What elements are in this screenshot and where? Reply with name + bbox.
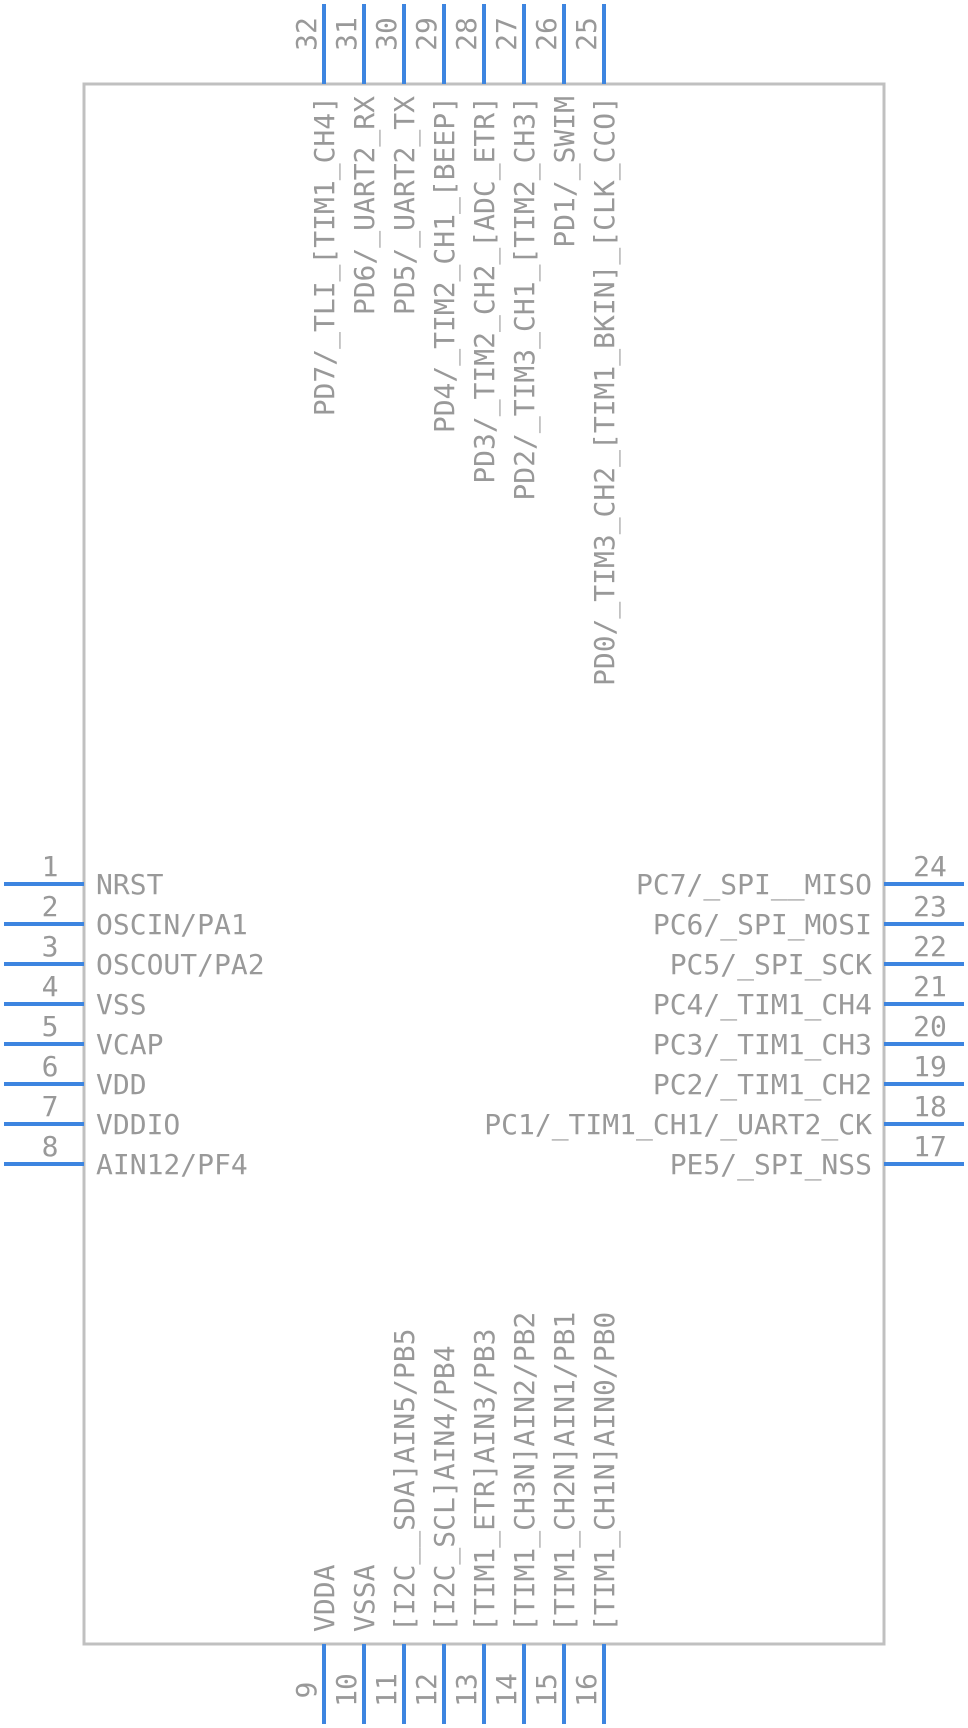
bottom-pin-group: 9 VDDA 10 VSSA 11 [I2C__SDA]AIN5/PB5 12 [I2C_SC…: [290, 1312, 622, 1724]
pin-number: 21: [913, 970, 947, 1003]
pin-number: 14: [490, 1673, 523, 1707]
pin-number: 18: [913, 1090, 947, 1123]
pin-label: VSS: [96, 988, 147, 1021]
pin-label: PD5/_UART2_TX: [388, 96, 422, 315]
pin-label: VSSA: [348, 1564, 381, 1632]
pin-label: PC4/_TIM1_CH4: [653, 988, 872, 1022]
pin-label: PD4/_TIM2_CH1_[BEEP]: [428, 96, 462, 433]
pin-number: 3: [42, 930, 59, 963]
pin-label: [TIM1_CH3N]AIN2/PB2: [508, 1312, 542, 1632]
pin-number: 23: [913, 890, 947, 923]
pin-number: 17: [913, 1130, 947, 1163]
pin-label: PC5/_SPI_SCK: [670, 948, 872, 982]
pin-number: 15: [530, 1673, 563, 1707]
pin-label: PD1/_SWIM: [548, 96, 582, 248]
pin-label: NRST: [96, 868, 164, 901]
pin-number: 10: [330, 1673, 363, 1707]
pin-label: PD7/_TLI_[TIM1_CH4]: [308, 96, 342, 416]
pin-number: 8: [42, 1130, 59, 1163]
pin-label: PC6/_SPI_MOSI: [653, 908, 872, 942]
pin-label: [I2C__SDA]AIN5/PB5: [388, 1329, 422, 1632]
pin-number: 12: [410, 1673, 443, 1707]
pin-number: 27: [490, 17, 523, 51]
pin-label: [TIM1_ETR]AIN3/PB3: [468, 1329, 502, 1632]
pin-label: OSCIN/PA1: [96, 908, 248, 941]
pin-label: PC7/_SPI__MISO: [636, 868, 872, 902]
pin-label: VDDIO: [96, 1108, 180, 1141]
pin-label: PC1/_TIM1_CH1/_UART2_CK: [484, 1108, 872, 1142]
pin-number: 1: [42, 850, 59, 883]
pin-number: 24: [913, 850, 947, 883]
pin-number: 7: [42, 1090, 59, 1123]
pin-number: 9: [290, 1682, 323, 1699]
pin-number: 5: [42, 1010, 59, 1043]
pin-number: 20: [913, 1010, 947, 1043]
pin-label: PE5/_SPI_NSS: [670, 1148, 872, 1182]
pin-number: 19: [913, 1050, 947, 1083]
pin-label: PD2/_TIM3_CH1_[TIM2_CH3]: [508, 96, 542, 501]
pin-number: 25: [570, 17, 603, 51]
pin-label: [TIM1_CH2N]AIN1/PB1: [548, 1312, 582, 1632]
pin-label: PC3/_TIM1_CH3: [653, 1028, 872, 1062]
pin-number: 30: [370, 17, 403, 51]
pin-number: 28: [450, 17, 483, 51]
pin-number: 2: [42, 890, 59, 923]
pin-label: [I2C_SCL]AIN4/PB4: [428, 1345, 462, 1632]
pin-number: 11: [370, 1673, 403, 1707]
pin-label: [TIM1_CH1N]AIN0/PB0: [588, 1312, 622, 1632]
pin-number: 29: [410, 17, 443, 51]
pin-number: 31: [330, 17, 363, 51]
pin-label: PD6/_UART2_RX: [348, 96, 382, 315]
pin-number: 6: [42, 1050, 59, 1083]
pin-label: PD0/_TIM3_CH2_[TIM1_BKIN]_[CLK_CCO]: [588, 96, 622, 686]
pin-label: PC2/_TIM1_CH2: [653, 1068, 872, 1102]
pin-number: 26: [530, 17, 563, 51]
pin-number: 32: [290, 17, 323, 51]
pin-label: VCAP: [96, 1028, 163, 1061]
pin-label: VDD: [96, 1068, 147, 1101]
pin-number: 4: [42, 970, 59, 1003]
pin-label: VDDA: [308, 1564, 341, 1632]
pin-label: PD3/_TIM2_CH2_[ADC_ETR]: [468, 96, 502, 484]
pin-number: 13: [450, 1673, 483, 1707]
pin-label: OSCOUT/PA2: [96, 948, 265, 981]
pin-label: AIN12/PF4: [96, 1148, 248, 1181]
pin-number: 22: [913, 930, 947, 963]
pin-number: 16: [570, 1673, 603, 1707]
